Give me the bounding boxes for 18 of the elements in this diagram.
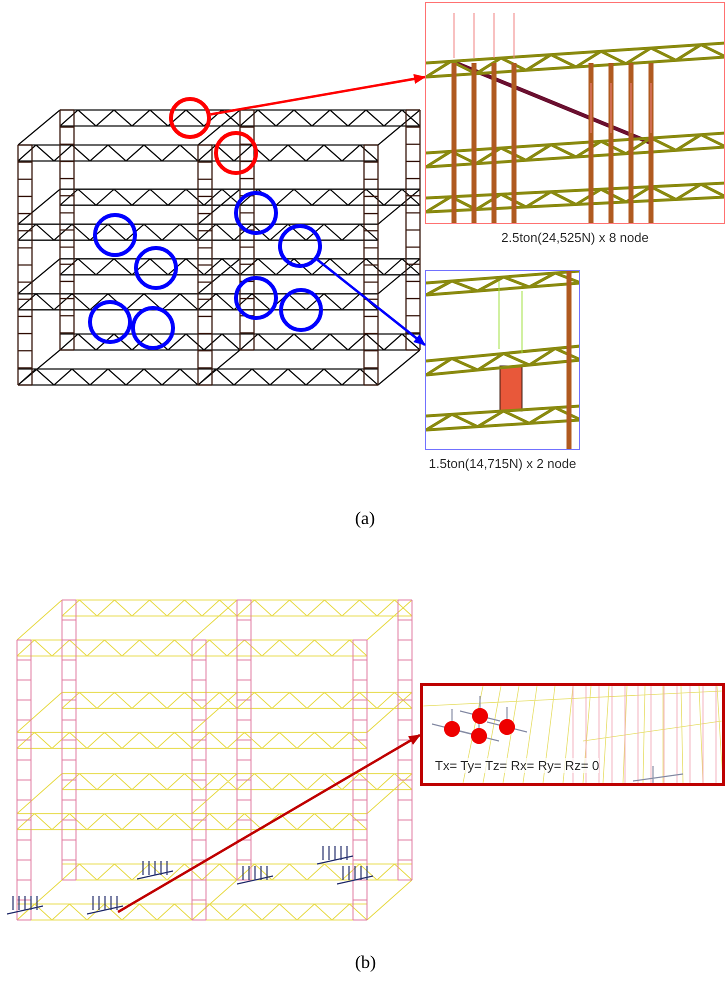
highlight-circle xyxy=(278,224,322,268)
highlight-circle xyxy=(93,213,137,257)
panel-label: (b) xyxy=(355,952,376,973)
highlight-circle xyxy=(131,306,175,350)
highlight-circle xyxy=(234,276,278,320)
load-caption: 1.5ton(14,715N) x 2 node xyxy=(428,456,578,471)
highlight-circle xyxy=(88,300,132,344)
highlight-circle xyxy=(234,191,278,235)
highlight-circle xyxy=(134,246,178,290)
arrow xyxy=(210,74,426,116)
load-caption: 2.5ton(24,525N) x 8 node xyxy=(500,230,650,245)
highlight-circle xyxy=(169,97,211,139)
highlight-circle xyxy=(279,288,323,332)
arrow xyxy=(117,734,421,914)
highlight-circle xyxy=(214,131,258,175)
constraint-text: Tx= Ty= Tz= Rx= Ry= Rz= 0 xyxy=(435,758,600,773)
panel-label: (a) xyxy=(355,508,375,529)
arrow xyxy=(316,258,426,346)
